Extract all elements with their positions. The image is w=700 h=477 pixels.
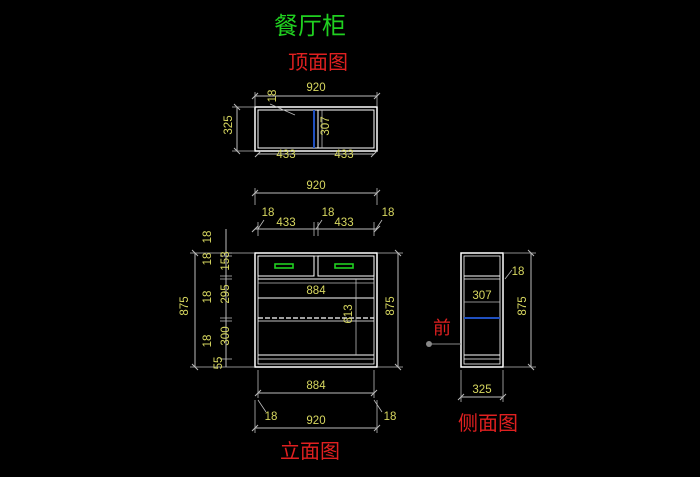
front-open-height-label: 613 bbox=[343, 304, 355, 323]
front-mid-panel-label: 18 bbox=[322, 207, 335, 219]
front-top-width-label: 920 bbox=[306, 180, 325, 192]
top-width-label: 920 bbox=[306, 82, 325, 94]
drawer-left bbox=[257, 255, 315, 277]
front-height-5: 18 bbox=[202, 335, 214, 348]
front-view-title: 立面图 bbox=[280, 439, 340, 463]
drawer-right bbox=[317, 255, 375, 277]
front-total-height-left-label: 875 bbox=[179, 296, 191, 315]
top-right-bay-label: 433 bbox=[334, 149, 353, 161]
front-bottom-left-panel-label: 18 bbox=[265, 411, 278, 423]
side-front-label: 前 bbox=[433, 318, 451, 339]
front-inner-width-top-label: 884 bbox=[306, 285, 326, 297]
top-left-bay-label: 433 bbox=[276, 149, 295, 161]
side-depth-label: 325 bbox=[472, 384, 491, 396]
side-height-label: 875 bbox=[517, 296, 529, 315]
top-view-inner bbox=[257, 109, 375, 149]
front-bottom-width-label: 920 bbox=[306, 415, 325, 427]
side-view: 307 18 875 325 前 侧面图 bbox=[426, 249, 536, 435]
top-panel-label: 18 bbox=[267, 90, 279, 103]
front-view: 920 18 433 18 433 18 884 613 bbox=[179, 180, 403, 463]
front-right-panel-label: 18 bbox=[382, 207, 395, 219]
drawer-left-handle bbox=[274, 263, 294, 269]
front-height-1: 18 bbox=[202, 253, 214, 266]
drawing-title: 餐厅柜 bbox=[274, 12, 346, 40]
top-inner-depth-label: 307 bbox=[320, 116, 332, 135]
front-left-bay-label: 433 bbox=[276, 217, 295, 229]
front-height-4: 295 bbox=[220, 284, 232, 303]
drawer-right-handle bbox=[334, 263, 354, 269]
top-view-outline bbox=[254, 106, 378, 152]
side-panel-label: 18 bbox=[512, 266, 525, 278]
top-depth-label: 325 bbox=[223, 115, 235, 134]
front-total-height-right-label: 875 bbox=[385, 296, 397, 315]
front-height-0: 18 bbox=[202, 231, 214, 244]
front-height-2: 153 bbox=[220, 251, 232, 270]
side-inner-depth-label: 307 bbox=[472, 290, 491, 302]
top-view: 顶面图 920 18 325 307 433 433 bbox=[223, 50, 381, 161]
side-view-outline bbox=[460, 252, 504, 368]
side-view-title: 侧面图 bbox=[458, 411, 518, 435]
front-bottom-right-panel-label: 18 bbox=[384, 411, 397, 423]
front-height-7: 55 bbox=[213, 357, 225, 370]
top-view-title: 顶面图 bbox=[288, 50, 348, 74]
front-left-panel-label: 18 bbox=[262, 207, 275, 219]
front-height-3: 18 bbox=[202, 291, 214, 304]
front-height-6: 300 bbox=[220, 326, 232, 345]
front-inner-width-bottom-label: 884 bbox=[306, 380, 326, 392]
cabinet-outline bbox=[254, 252, 378, 368]
front-right-bay-label: 433 bbox=[334, 217, 353, 229]
